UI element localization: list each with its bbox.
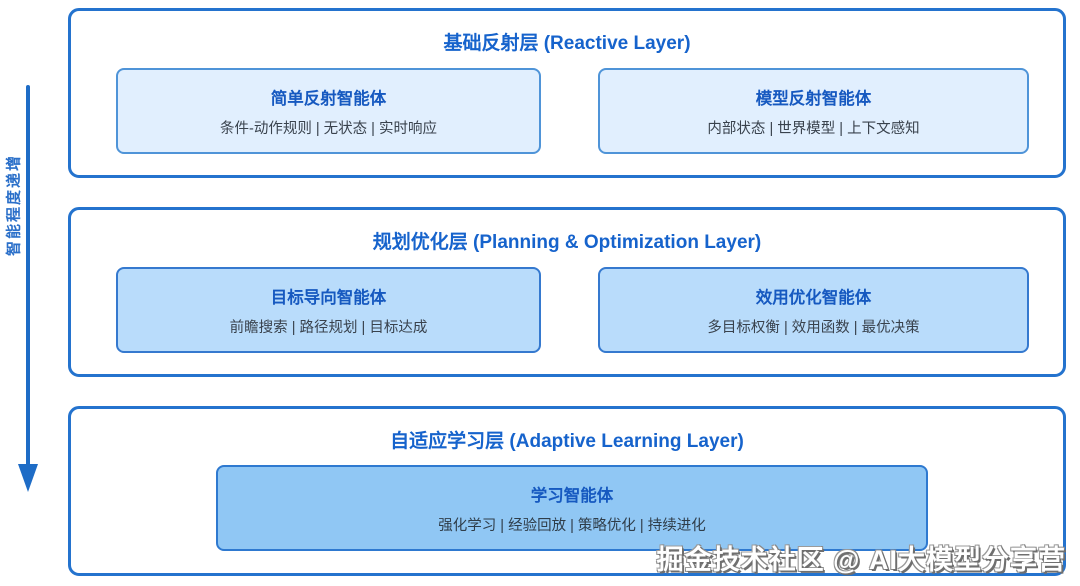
agent-learning-features: 强化学习 | 经验回放 | 策略优化 | 持续进化 bbox=[438, 517, 706, 534]
agent-utility-optimization-name: 效用优化智能体 bbox=[755, 288, 872, 307]
agent-utility-optimization: 效用优化智能体 多目标权衡 | 效用函数 | 最优决策 bbox=[598, 267, 1029, 353]
agent-learning-name: 学习智能体 bbox=[530, 486, 614, 505]
agent-goal-oriented: 目标导向智能体 前瞻搜索 | 路径规划 | 目标达成 bbox=[116, 267, 541, 353]
agent-simple-reflex-features: 条件-动作规则 | 无状态 | 实时响应 bbox=[220, 120, 437, 137]
agent-learning: 学习智能体 强化学习 | 经验回放 | 策略优化 | 持续进化 bbox=[216, 465, 928, 551]
agent-model-reflex: 模型反射智能体 内部状态 | 世界模型 | 上下文感知 bbox=[598, 68, 1029, 154]
watermark: 掘金技术社区 @ AI大模型分享营 bbox=[656, 545, 1066, 575]
agent-simple-reflex-name: 简单反射智能体 bbox=[270, 89, 387, 108]
intelligence-axis-label: 智能程度递增 bbox=[5, 153, 23, 257]
layer-adaptive-learning-title: 自适应学习层 (Adaptive Learning Layer) bbox=[390, 431, 744, 452]
agent-model-reflex-features: 内部状态 | 世界模型 | 上下文感知 bbox=[707, 120, 920, 137]
agent-simple-reflex: 简单反射智能体 条件-动作规则 | 无状态 | 实时响应 bbox=[116, 68, 541, 154]
intelligence-axis-line bbox=[26, 85, 30, 466]
agent-goal-oriented-features: 前瞻搜索 | 路径规划 | 目标达成 bbox=[229, 319, 428, 336]
agent-model-reflex-name: 模型反射智能体 bbox=[755, 89, 872, 108]
layer-planning-optimization: 规划优化层 (Planning & Optimization Layer) 目标… bbox=[68, 207, 1066, 377]
layer-adaptive-learning: 自适应学习层 (Adaptive Learning Layer) 学习智能体 强… bbox=[68, 406, 1066, 576]
agent-goal-oriented-name: 目标导向智能体 bbox=[270, 288, 387, 307]
agent-utility-optimization-features: 多目标权衡 | 效用函数 | 最优决策 bbox=[707, 319, 920, 336]
layer-reactive-title: 基础反射层 (Reactive Layer) bbox=[443, 33, 691, 54]
arrow-down-icon bbox=[18, 464, 38, 492]
layer-planning-optimization-title: 规划优化层 (Planning & Optimization Layer) bbox=[372, 232, 762, 253]
layer-reactive: 基础反射层 (Reactive Layer) 简单反射智能体 条件-动作规则 |… bbox=[68, 8, 1066, 178]
